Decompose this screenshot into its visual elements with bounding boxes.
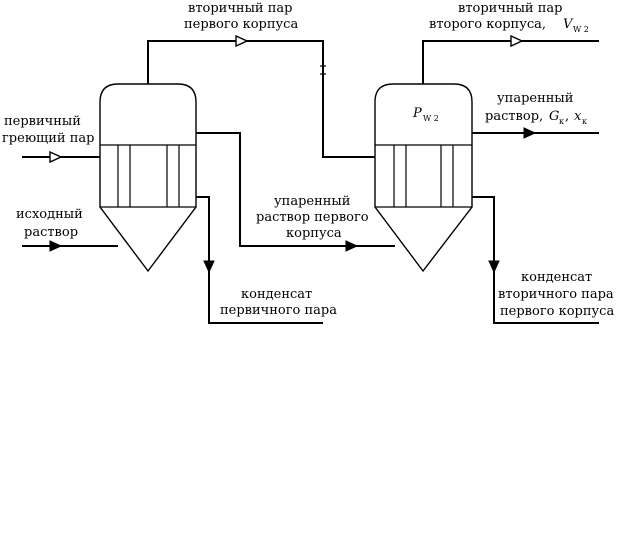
- arrow-solid-icon: [49, 240, 63, 252]
- svg-text:первичный: первичный: [4, 114, 81, 129]
- label-feed-solution: исходный раствор: [16, 207, 83, 240]
- svg-text:корпуса: корпуса: [286, 226, 342, 241]
- svg-text:первого корпуса: первого корпуса: [500, 304, 614, 319]
- arrow-solid-icon: [345, 240, 359, 252]
- label-condensate-primary: конденсат первичного пара: [220, 287, 337, 318]
- svg-text:x: x: [574, 109, 582, 124]
- secondary-vapor-2-line: [422, 34, 599, 84]
- svg-text:исходный: исходный: [16, 207, 83, 222]
- evaporator-1: [99, 83, 197, 273]
- svg-text:раствор,: раствор,: [485, 109, 543, 124]
- pressure-subscript: W 2: [423, 114, 439, 123]
- secondary-vapor-1-line: [147, 34, 375, 158]
- svg-text:вторичного пара: вторичного пара: [498, 287, 614, 302]
- svg-text:к: к: [559, 117, 564, 126]
- svg-text:раствор первого: раствор первого: [256, 210, 369, 225]
- arrow-open-icon: [49, 150, 63, 164]
- arrow-open-icon: [510, 34, 524, 48]
- arrow-solid-icon: [203, 260, 215, 274]
- product-line: [472, 127, 599, 139]
- svg-text:упаренный: упаренный: [274, 194, 350, 209]
- svg-text:конденсат: конденсат: [241, 287, 312, 302]
- svg-text:,: ,: [565, 109, 569, 124]
- pressure-symbol: P: [412, 106, 422, 121]
- label-concentrated-first: упаренный раствор первого корпуса: [256, 194, 369, 241]
- primary-steam-line: [22, 150, 100, 164]
- evaporator-2: P W 2: [374, 83, 473, 273]
- svg-text:V: V: [563, 17, 574, 32]
- svg-text:к: к: [582, 117, 587, 126]
- svg-text:конденсат: конденсат: [521, 270, 592, 285]
- svg-text:раствор: раствор: [24, 225, 78, 240]
- feed-solution-line: [22, 240, 118, 252]
- evaporator-1-body: [99, 83, 197, 273]
- svg-text:упаренный: упаренный: [497, 91, 573, 106]
- label-product: упаренный раствор, G к , x к: [485, 91, 587, 126]
- svg-text:первого корпуса: первого корпуса: [184, 17, 298, 32]
- arrow-solid-icon: [523, 127, 537, 139]
- svg-text:первичного пара: первичного пара: [220, 303, 337, 318]
- label-primary-steam: первичный греющий пар: [2, 114, 94, 146]
- svg-text:вторичный пар: вторичный пар: [188, 1, 292, 16]
- arrow-solid-icon: [488, 260, 500, 274]
- label-condensate-secondary: конденсат вторичного пара первого корпус…: [498, 270, 614, 319]
- evaporator-2-body: [374, 83, 473, 273]
- svg-text:W 2: W 2: [573, 25, 589, 34]
- arrow-open-icon: [235, 34, 249, 48]
- svg-text:второго корпуса,: второго корпуса,: [429, 17, 546, 32]
- condensate-primary-line: [196, 196, 323, 324]
- concentrated-first-line: [196, 132, 395, 252]
- svg-text:вторичный пар: вторичный пар: [458, 1, 562, 16]
- label-secondary-vapor-2: вторичный пар второго корпуса, V W 2: [429, 1, 589, 34]
- condensate-secondary-line: [472, 196, 599, 324]
- svg-text:греющий пар: греющий пар: [2, 131, 94, 146]
- svg-text:G: G: [549, 109, 559, 124]
- label-secondary-vapor-1: вторичный пар первого корпуса: [184, 1, 298, 32]
